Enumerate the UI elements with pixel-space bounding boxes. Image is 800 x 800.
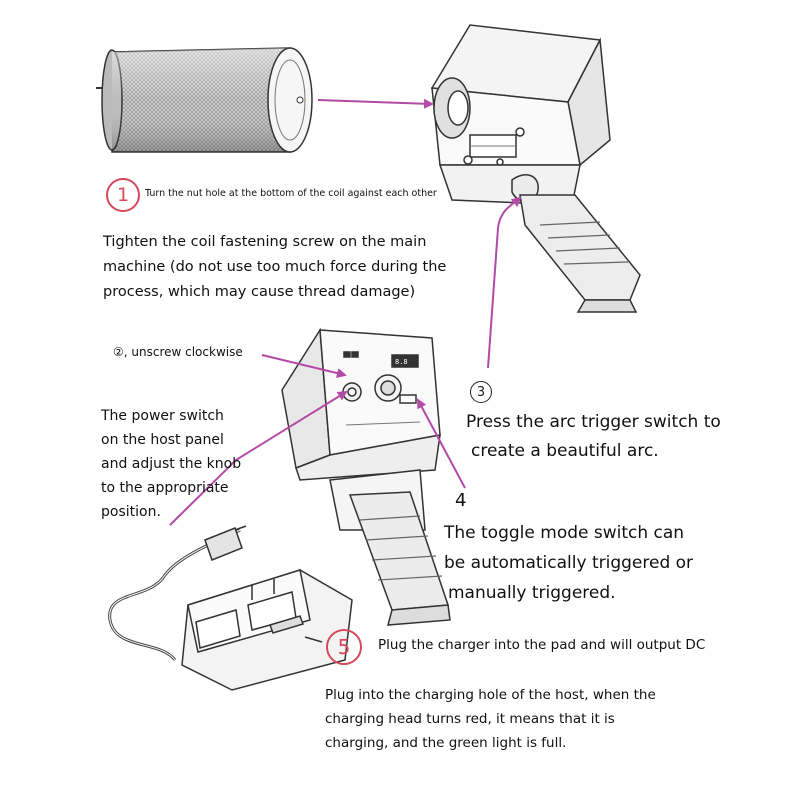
step-3-line: Press the arc trigger switch to [466, 412, 721, 432]
step-5-number: 5 [337, 635, 351, 659]
step-4-text: The toggle mode switch can be automatica… [444, 518, 693, 608]
step-2-line: on the host panel [101, 432, 224, 448]
step-4-line: manually triggered. [448, 583, 616, 603]
instruction-arrows [169, 98, 522, 526]
step-3-number: 3 [476, 384, 486, 400]
step-3-line: create a beautiful arc. [471, 441, 659, 461]
step-4-number: 4 [455, 490, 467, 511]
main-machine-illustration [430, 24, 641, 313]
step-4-line: The toggle mode switch can [444, 523, 685, 543]
step-1-number: 1 [116, 184, 130, 206]
step-5-line: charging head turns red, it means that i… [325, 711, 615, 727]
step-5-line: charging, and the green light is full. [325, 735, 567, 751]
step-4-line: be automatically triggered or [444, 553, 694, 573]
step-5-caption: Plug the charger into the pad and will o… [378, 637, 706, 653]
step-1-text: Tighten the coil fastening screw on the … [103, 230, 446, 305]
step-2-line: position. [101, 504, 161, 520]
step-5-marker: 5 [326, 629, 362, 665]
step-3-text: Press the arc trigger switch to create a… [466, 408, 721, 466]
step-1-line: process, which may cause thread damage) [103, 284, 416, 300]
arrow-power-knob [169, 390, 348, 526]
step-5-line: Plug into the charging hole of the host,… [325, 687, 656, 703]
arrow-to-trigger [487, 196, 522, 369]
step-2-line: to the appropriate [101, 480, 229, 496]
step-1-marker: 1 [106, 178, 140, 212]
charger-pointer [304, 636, 323, 643]
svg-text:8.8: 8.8 [395, 358, 408, 366]
step-2-caption: ②, unscrew clockwise [113, 345, 243, 359]
charger-illustration [108, 525, 353, 691]
arrow-unscrew [261, 354, 347, 378]
step-1-line: Tighten the coil fastening screw on the … [103, 234, 427, 250]
arrow-coil-to-machine [317, 98, 434, 109]
step-2-text: The power switch on the host panel and a… [101, 404, 241, 524]
step-2-line: and adjust the knob [101, 456, 242, 472]
arrow-toggle-mode [417, 398, 466, 489]
step-1-caption: Turn the nut hole at the bottom of the c… [145, 188, 437, 199]
coil-illustration [96, 47, 313, 153]
step-2-line: The power switch [101, 408, 224, 424]
step-3-marker: 3 [470, 381, 492, 403]
step-1-line: machine (do not use too much force durin… [103, 259, 447, 275]
gun-with-panel-illustration: 8.8 [281, 327, 451, 626]
step-5-text: Plug into the charging hole of the host,… [325, 683, 656, 755]
